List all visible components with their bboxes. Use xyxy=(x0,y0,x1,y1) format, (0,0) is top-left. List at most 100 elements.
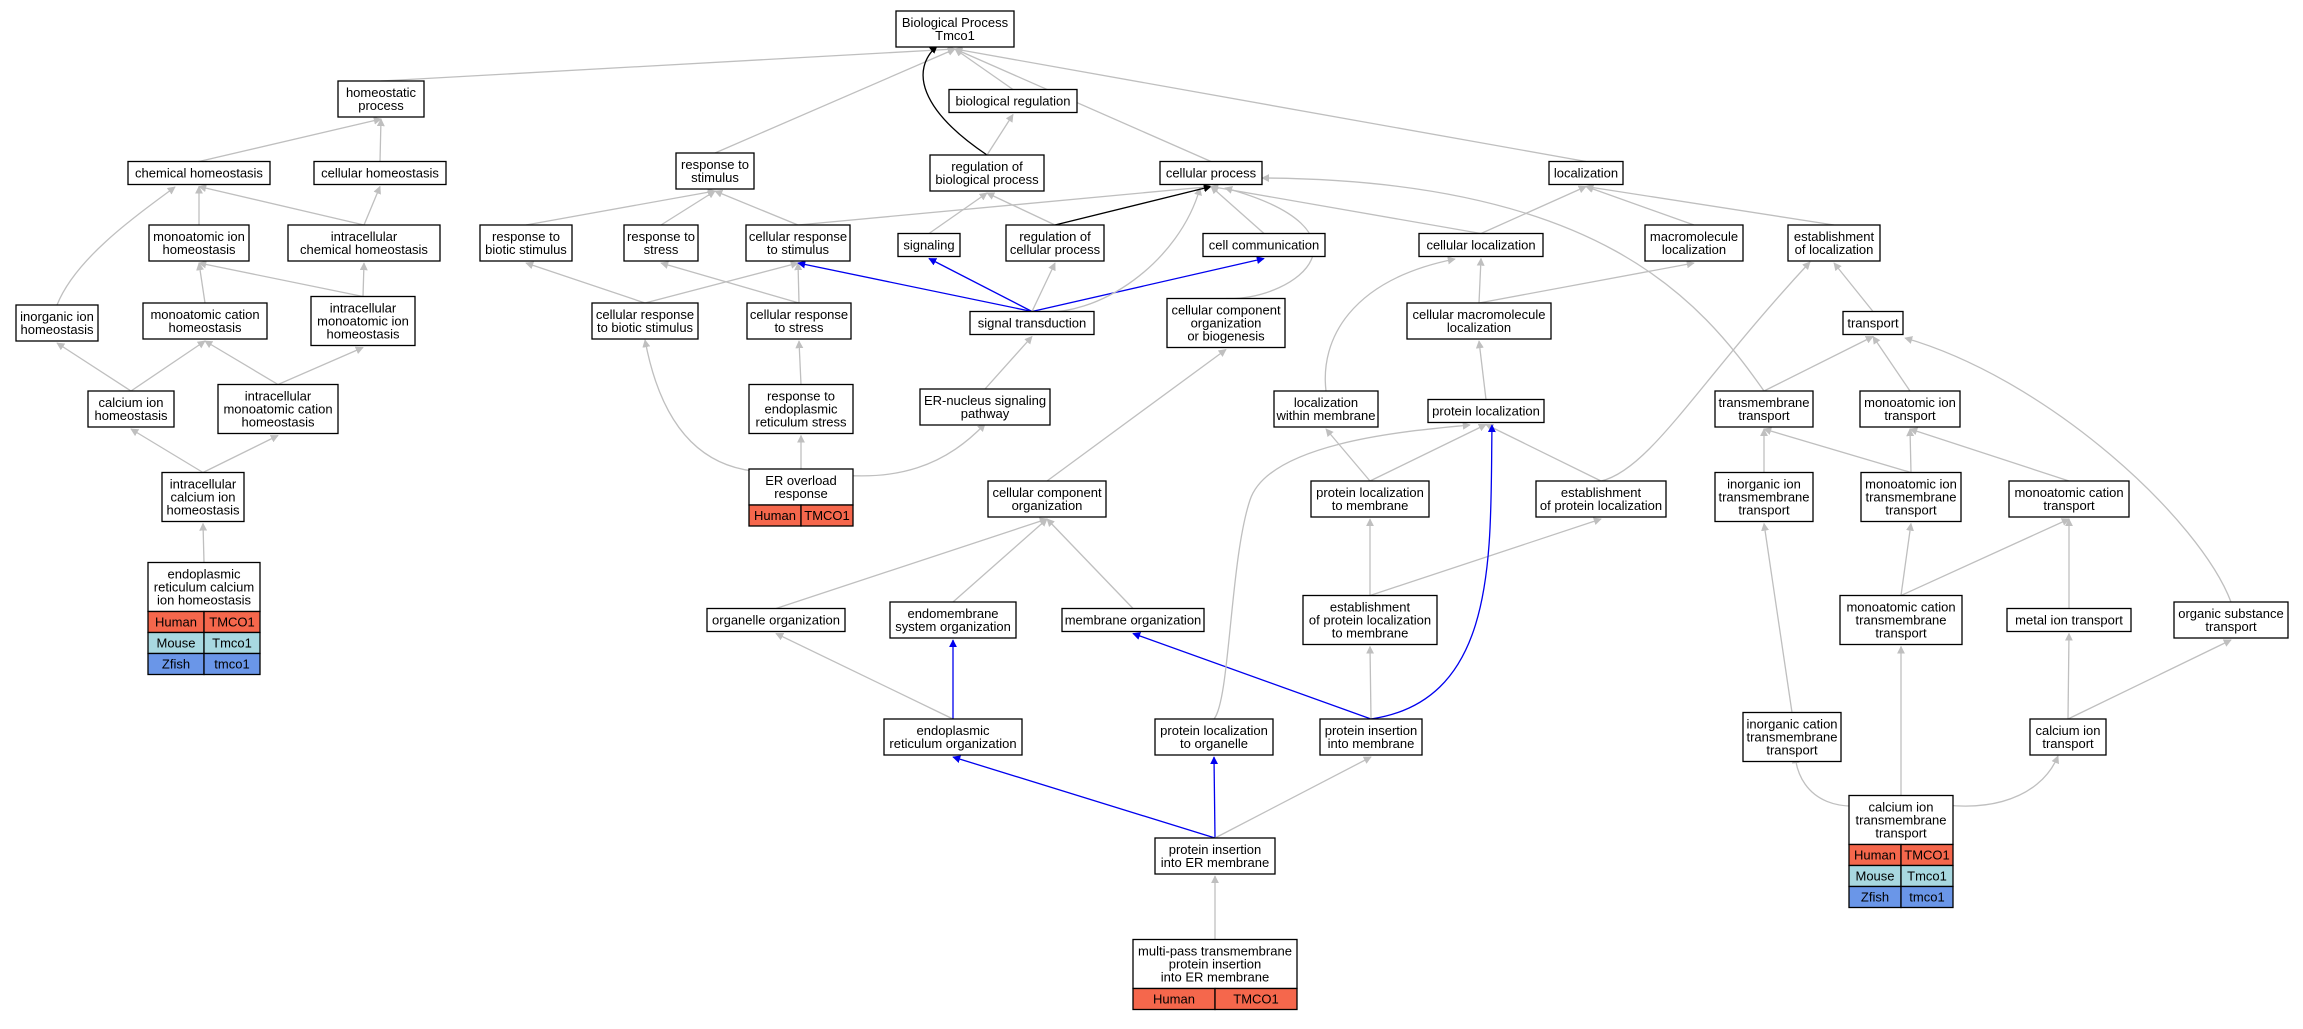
term-node-signaling[interactable]: signaling xyxy=(897,232,961,258)
annotation-gene-label: tmco1 xyxy=(1909,890,1944,905)
edge-chem-homeo-to-homeo xyxy=(198,116,382,163)
term-node-cell-loc[interactable]: cellular localization xyxy=(1418,232,1544,258)
edge-layer xyxy=(56,45,2232,940)
term-label-line: Biological Process xyxy=(902,15,1009,30)
annotation-gene-cell xyxy=(1214,987,1298,1011)
term-label-line: biological regulation xyxy=(956,94,1071,109)
term-node-organelle-org[interactable]: organelle organization xyxy=(706,607,846,633)
term-label-line: homeostatic xyxy=(346,85,417,100)
term-label-line: cellular process xyxy=(1010,242,1101,257)
term-label-line: reticulum stress xyxy=(755,415,847,430)
edge-ca-ion-homeo-to-mono-cat-homeo xyxy=(130,340,206,392)
term-label-line: chemical homeostasis xyxy=(300,242,428,257)
term-node-cell-comm[interactable]: cell communication xyxy=(1202,232,1326,258)
edge-estab-prot-loc-to-estab-loc xyxy=(1600,261,1811,482)
edge-mono-cat-homeo-to-mono-ion-homeo xyxy=(196,262,206,304)
term-node-transport[interactable]: transport xyxy=(1842,310,1904,336)
term-label-line: organic substance xyxy=(2178,606,2284,621)
edge-mem-org-to-cco xyxy=(1046,518,1134,609)
term-label-line: transmembrane xyxy=(1865,490,1956,505)
edge-ccob-to-cell-proc xyxy=(1224,186,1315,300)
term-label-line: multi-pass transmembrane xyxy=(1138,944,1292,959)
term-node-metal-ion-transport[interactable]: metal ion transport xyxy=(2006,607,2132,633)
term-node-sig-trans[interactable]: signal transduction xyxy=(969,310,1095,336)
term-node-bioreg[interactable]: biological regulation xyxy=(948,88,1078,114)
edge-macro-loc-to-localization xyxy=(1585,185,1695,226)
term-node-mem-org[interactable]: membrane organization xyxy=(1061,607,1205,633)
term-node-cell-homeo[interactable]: cellular homeostasis xyxy=(313,160,447,186)
edge-intra-mono-ion-homeo-to-mono-ion-homeo xyxy=(198,260,364,298)
term-node-cell-proc[interactable]: cellular process xyxy=(1159,160,1263,186)
term-label-line: homeostasis xyxy=(21,322,94,337)
term-label-line: transmembrane xyxy=(1718,395,1809,410)
term-node-localization[interactable]: localization xyxy=(1548,160,1624,186)
edge-sig-trans-to-cell-comm xyxy=(1031,256,1265,313)
edge-prot-ins-er-to-prot-loc-organelle xyxy=(1210,756,1219,839)
term-node-chem-homeo[interactable]: chemical homeostasis xyxy=(127,160,271,186)
term-box xyxy=(1848,794,1954,846)
term-box xyxy=(1535,480,1667,518)
term-label-line: transport xyxy=(2205,619,2257,634)
annotation-species-label: Mouse xyxy=(156,636,195,651)
edge-estab-loc-to-localization xyxy=(1585,183,1835,226)
term-box xyxy=(919,388,1051,426)
edge-prot-ins-mem-to-estab-prot-loc-mem xyxy=(1366,645,1375,720)
term-label-line: stress xyxy=(644,242,679,257)
term-label-line: localization xyxy=(1662,242,1726,257)
edge-organelle-org-to-cco xyxy=(775,517,1048,610)
term-label-line: monoatomic cation xyxy=(150,307,259,322)
edge-prot-ins-er-to-prot-ins-mem xyxy=(1214,756,1372,839)
term-node-prot-loc[interactable]: protein localization xyxy=(1427,398,1545,424)
term-label-line: cellular homeostasis xyxy=(321,166,439,181)
term-label-line: intracellular xyxy=(330,301,397,316)
term-box xyxy=(1202,232,1326,258)
